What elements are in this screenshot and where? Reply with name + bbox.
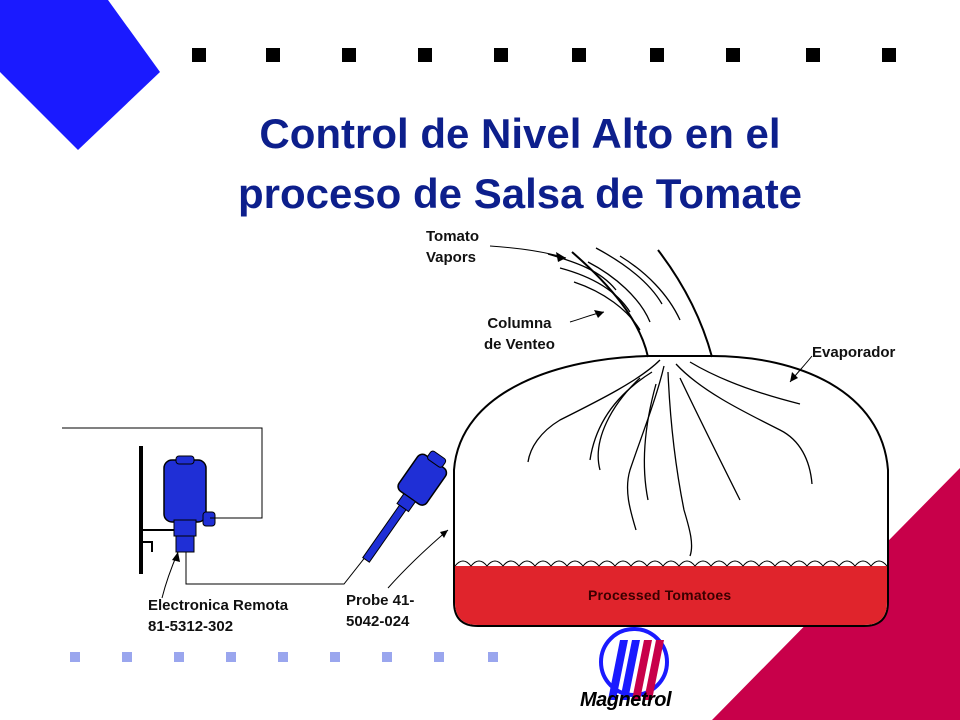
evaporator-vessel — [453, 355, 889, 627]
vent-column — [571, 249, 713, 358]
magnetrol-logo-text: Magnetrol — [580, 689, 672, 711]
electronics-top-wire — [62, 427, 263, 519]
electronica-remota-label: Electronica Remota 81-5312-302 — [148, 597, 289, 635]
probe-assembly — [362, 450, 448, 563]
leader-arrowheads — [172, 252, 798, 562]
electronics-lid — [175, 455, 195, 465]
liquid-surface-foam — [454, 560, 888, 567]
magnetrol-logo-mark — [599, 627, 669, 700]
title-line-2: proceso de Salsa de Tomate — [237, 170, 803, 217]
bottom-dot-row — [70, 652, 498, 662]
tomato-vapors-label: Tomato Vapors — [426, 228, 480, 266]
top-left-blue-diamond — [0, 0, 160, 150]
processed-tomatoes-label: Processed Tomatoes — [588, 587, 732, 603]
columna-venteo-label: Columna de Venteo — [484, 315, 555, 353]
probe-rod — [362, 504, 407, 563]
probe-cap — [427, 450, 447, 468]
slide-title: Control de Nivel Alto en el proceso de S… — [90, 104, 950, 224]
top-dot-row — [192, 48, 896, 62]
probe-label: Probe 41- 5042-024 — [346, 592, 415, 630]
electronics-neck — [173, 519, 197, 537]
evaporador-label: Evaporador — [812, 344, 896, 361]
processed-tomatoes-liquid — [455, 566, 887, 625]
vapor-streaks — [527, 247, 813, 557]
title-line-1: Control de Nivel Alto en el — [259, 110, 781, 157]
electronics-connector — [202, 511, 216, 527]
electronics-housing — [163, 459, 207, 523]
electronics-base — [175, 535, 195, 553]
